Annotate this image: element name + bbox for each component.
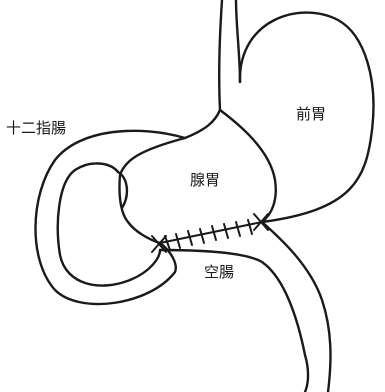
- label-glandular-stomach: 腺胃: [190, 171, 220, 189]
- esophagus-left-wall: [219, 0, 222, 110]
- label-jejunum: 空腸: [204, 263, 234, 281]
- label-forestomach: 前胃: [296, 105, 326, 123]
- jejunum-right-wall: [262, 222, 330, 392]
- label-duodenum: 十二指腸: [6, 119, 66, 137]
- duodenum-inner-wall: [58, 163, 160, 285]
- anastomosis-suture-line: [152, 214, 268, 252]
- jejunum-left-wall: [160, 250, 308, 392]
- glandular-stomach-right-wall: [220, 110, 276, 222]
